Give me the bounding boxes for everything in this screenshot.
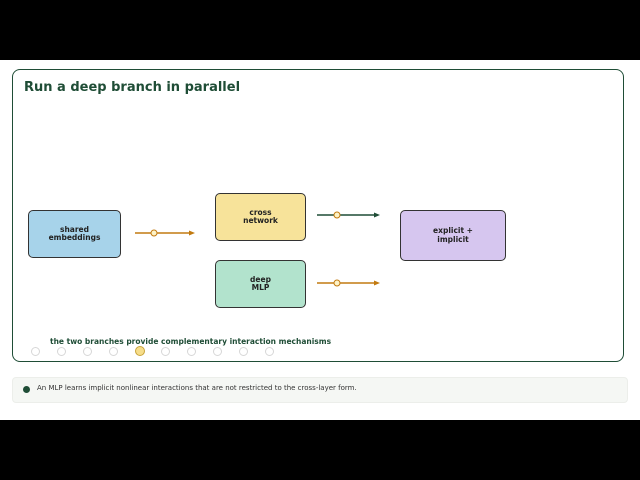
footer-text: An MLP learns implicit nonlinear interac…	[37, 384, 357, 392]
arrow-layer	[135, 211, 380, 287]
progress-dot[interactable]	[187, 347, 196, 356]
progress-dot[interactable]	[57, 347, 66, 356]
arrow-cross-to-output	[317, 211, 380, 219]
node-cross-network: cross network	[215, 193, 306, 241]
progress-dot[interactable]	[239, 347, 248, 356]
node-shared-embeddings: shared embeddings	[28, 210, 121, 258]
arrow-deep-to-output	[317, 279, 380, 287]
node-deep-mlp: deep MLP	[215, 260, 306, 308]
arrow-head	[374, 280, 380, 286]
diagram-caption: the two branches provide complementary i…	[50, 337, 332, 346]
arrow-shared-to-cross	[135, 229, 195, 237]
progress-dot[interactable]	[265, 347, 274, 356]
arrow-midpoint-dot	[150, 229, 158, 237]
diagram-card: Run a deep branch in parallel shared emb…	[12, 69, 624, 362]
footer-note: An MLP learns implicit nonlinear interac…	[12, 377, 628, 403]
node-explicit-implicit: explicit + implicit	[400, 210, 506, 261]
progress-dot[interactable]	[213, 347, 222, 356]
arrow-midpoint-dot	[333, 211, 341, 219]
bullet-icon	[23, 386, 30, 393]
slide-title: Run a deep branch in parallel	[24, 80, 241, 95]
progress-dot[interactable]	[31, 347, 40, 356]
step-progress-dots	[31, 346, 291, 358]
progress-dot[interactable]	[83, 347, 92, 356]
arrow-head	[374, 212, 380, 218]
slide-stage: Run a deep branch in parallel shared emb…	[0, 60, 640, 420]
progress-dot[interactable]	[161, 347, 170, 356]
progress-dot[interactable]	[109, 347, 118, 356]
arrow-midpoint-dot	[333, 279, 341, 287]
progress-dot[interactable]	[135, 346, 145, 356]
arrow-head	[189, 230, 195, 236]
